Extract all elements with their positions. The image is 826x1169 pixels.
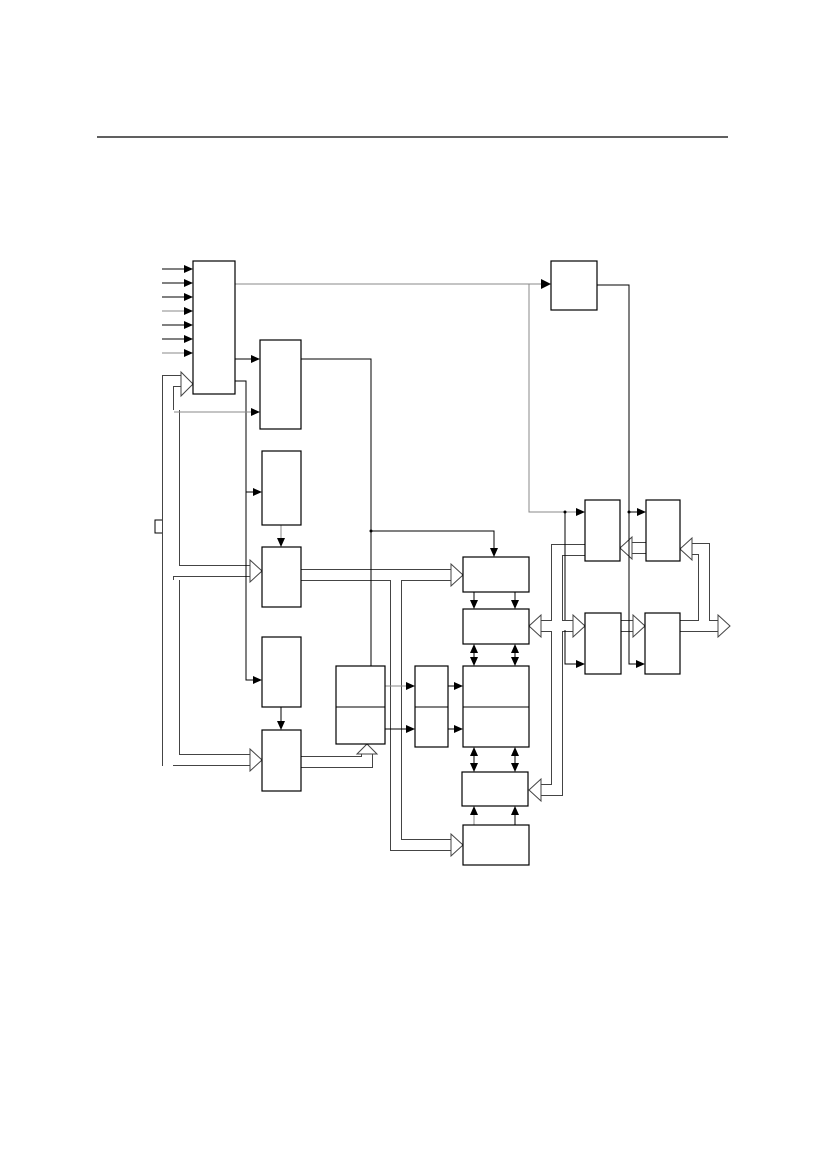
block-b (259, 339, 302, 430)
blocks (192, 260, 681, 866)
block-f (261, 729, 302, 792)
block-g (335, 665, 386, 745)
input-block (192, 260, 236, 395)
block-o (584, 499, 621, 562)
block-r (644, 612, 681, 675)
signal-lines (162, 268, 639, 825)
block-l (461, 771, 529, 807)
arrowheads (184, 265, 646, 815)
block-j (462, 556, 530, 593)
bus-connections (154, 370, 731, 858)
block-e (261, 636, 302, 708)
block-n (550, 260, 598, 311)
block-k (462, 608, 530, 645)
block-d (261, 546, 302, 608)
block-q (584, 612, 622, 675)
block-m (462, 824, 530, 866)
block-p (645, 499, 681, 562)
block-c (261, 450, 302, 526)
